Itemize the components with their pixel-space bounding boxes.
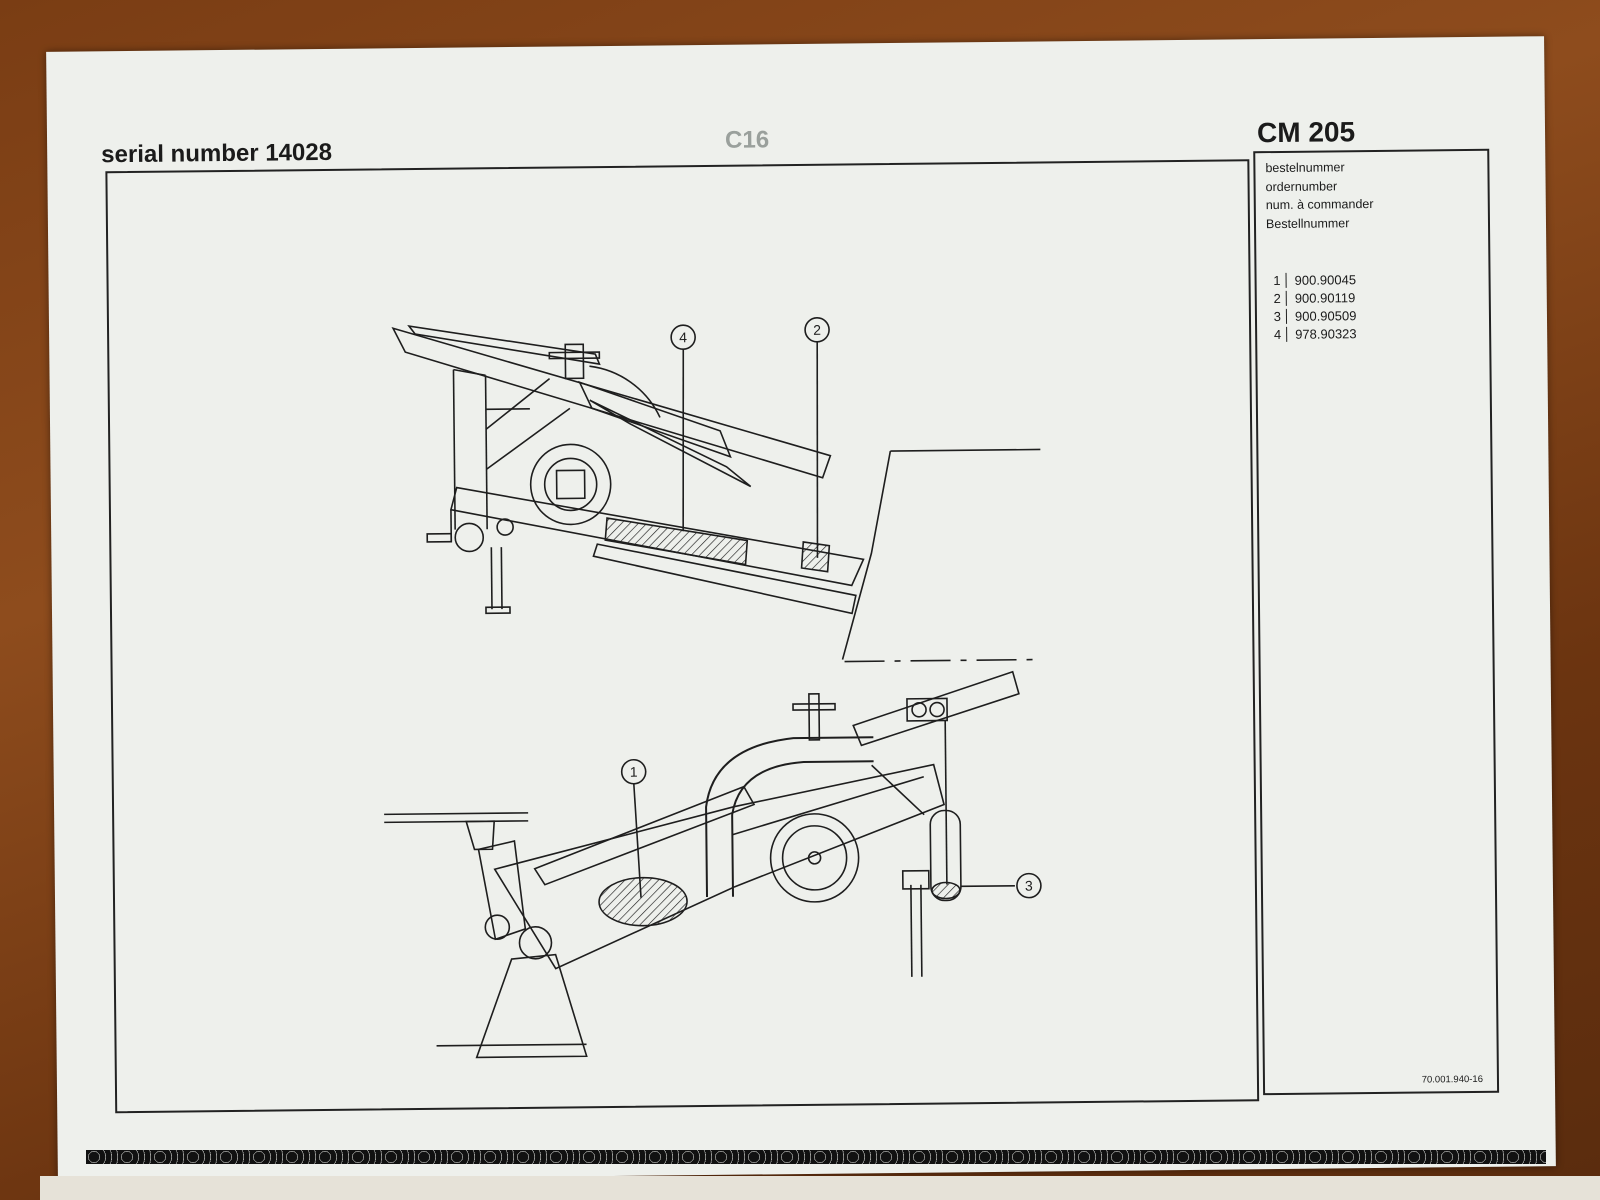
page-code: C16 [724, 126, 770, 154]
model-heading: CM 205 [1256, 116, 1356, 149]
drawing-code: 70.001.940-16 [1421, 1073, 1484, 1086]
parts-list: 1 900.90045 2 900.90119 3 900.90509 4 97… [1268, 270, 1357, 343]
callout-4: 4 [679, 329, 687, 345]
part-row: 4 978.90323 [1269, 324, 1357, 343]
label-french: num. à commander [1265, 196, 1374, 213]
label-english: ordernumber [1265, 178, 1338, 194]
part-number: 900.90119 [1294, 289, 1356, 306]
part-row: 1 900.90045 [1268, 270, 1356, 289]
parts-panel: bestelnummer ordernumber num. à commande… [1253, 148, 1500, 1096]
label-dutch: bestelnummer [1265, 160, 1345, 176]
part-index: 2 [1268, 290, 1287, 306]
callout-1: 1 [630, 764, 638, 780]
callout-3: 3 [1025, 878, 1033, 894]
callout-2: 2 [813, 322, 821, 338]
serial-number-heading: serial number 14028 [101, 138, 333, 169]
part-row: 3 900.90509 [1268, 306, 1357, 325]
label-german: Bestellnummer [1265, 215, 1350, 231]
spiral-binding [86, 1150, 1546, 1164]
part-number: 900.90509 [1294, 307, 1357, 324]
part-number: 900.90045 [1294, 271, 1357, 288]
part-index: 4 [1269, 326, 1288, 342]
lower-view: 1 3 [384, 670, 1042, 1059]
manual-page: serial number 14028 C16 CM 205 [46, 36, 1556, 1182]
part-index: 1 [1268, 272, 1287, 288]
part-index: 3 [1268, 308, 1288, 324]
mower-technical-drawing: 4 2 [384, 317, 1042, 1059]
part-row: 2 900.90119 [1268, 288, 1357, 307]
binder-edge [40, 1176, 1600, 1200]
order-number-labels: bestelnummer ordernumber num. à commande… [1265, 158, 1373, 233]
part-number: 978.90323 [1295, 325, 1357, 342]
upper-view: 4 2 [391, 317, 1041, 663]
drawing-frame: 4 2 [105, 159, 1260, 1114]
